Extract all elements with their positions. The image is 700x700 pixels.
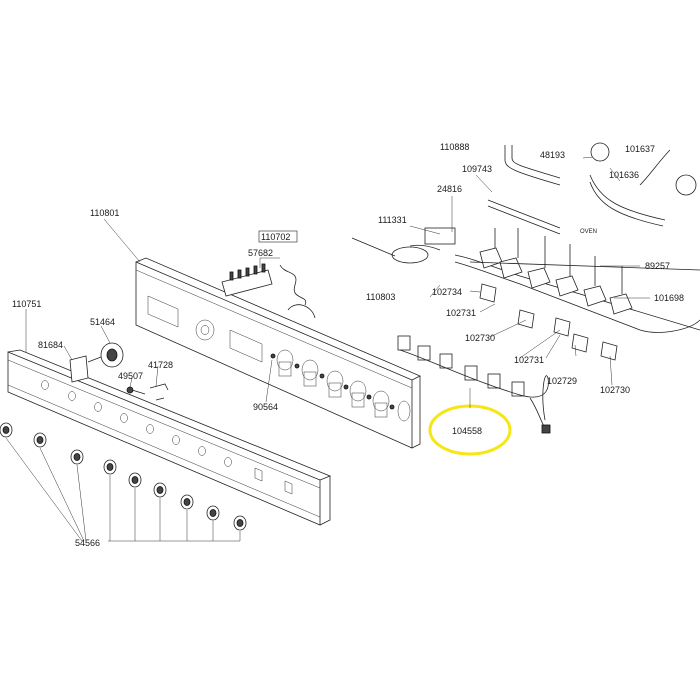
control-back-panel	[135, 257, 421, 449]
part-labels: 110801 110702 57682 110751 51464 81684 4…	[12, 142, 684, 548]
label-49507: 49507	[118, 371, 143, 381]
label-110702: 110702	[261, 232, 290, 242]
label-57682: 57682	[248, 248, 273, 258]
label-102731-a: 102731	[446, 308, 476, 318]
label-oven: OVEN	[580, 229, 597, 235]
label-102729: 102729	[547, 376, 577, 386]
label-81684: 81684	[38, 340, 63, 350]
label-110803: 110803	[366, 292, 395, 302]
label-110888: 110888	[440, 142, 469, 152]
label-110702-box	[258, 230, 298, 243]
label-110751: 110751	[12, 299, 41, 309]
label-102730-b: 102730	[600, 385, 630, 395]
label-102730-a: 102730	[465, 333, 495, 343]
control-knobs	[0, 422, 247, 542]
leader-lines	[25, 156, 650, 408]
gas-manifold	[351, 228, 700, 333]
label-101636: 101636	[609, 170, 639, 180]
thermostat-parts	[69, 342, 169, 401]
label-90564: 90564	[253, 402, 278, 412]
spark-switch-harness	[397, 335, 551, 434]
label-101698: 101698	[654, 293, 684, 303]
label-102731-b: 102731	[514, 355, 544, 365]
terminal-block	[221, 263, 316, 319]
label-111331: 111331	[378, 215, 407, 225]
label-109743: 109743	[462, 164, 492, 174]
label-101637: 101637	[625, 144, 655, 154]
label-89257: 89257	[645, 261, 670, 271]
label-54566: 54566	[75, 538, 100, 548]
label-102734: 102734	[432, 287, 462, 297]
upper-pipework	[424, 142, 700, 271]
label-104558: 104558	[452, 426, 482, 436]
label-110801: 110801	[90, 208, 119, 218]
label-48193: 48193	[540, 150, 565, 160]
label-24816: 24816	[437, 184, 462, 194]
front-fascia-panel	[7, 349, 332, 526]
label-41728: 41728	[148, 360, 173, 370]
label-51464: 51464	[90, 317, 115, 327]
